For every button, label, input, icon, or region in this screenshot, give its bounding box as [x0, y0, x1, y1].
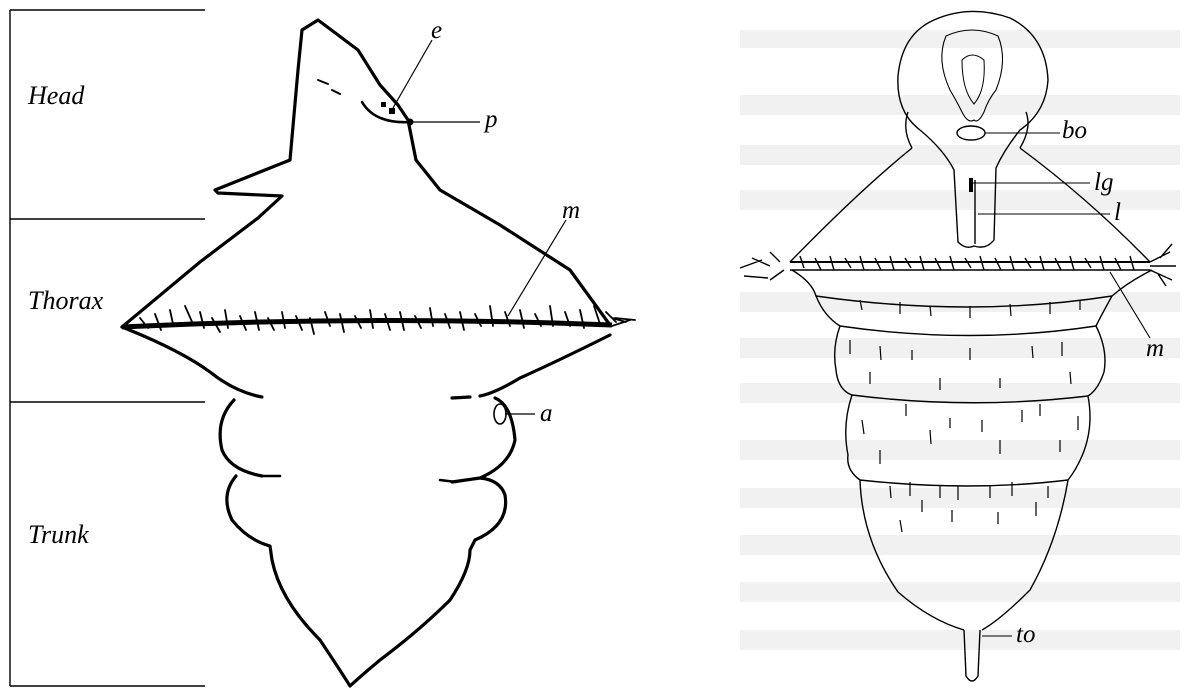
label-to: to	[1016, 621, 1035, 648]
right-panel: bo lg l m to	[740, 11, 1180, 681]
eye-spot-dot	[389, 108, 395, 114]
buccal-opening-oval	[957, 126, 985, 140]
left-mesotroch-cilia	[140, 306, 635, 334]
label-m-right: m	[1146, 335, 1164, 362]
region-bracket	[10, 10, 205, 686]
label-m-left: m	[562, 197, 580, 224]
left-leader-lines	[393, 40, 566, 414]
region-label-thorax: Thorax	[28, 286, 104, 315]
background-text-ghost	[740, 30, 1180, 650]
label-l: l	[1114, 199, 1121, 226]
anus-oval	[494, 404, 506, 424]
label-a: a	[540, 400, 553, 427]
leader-line-e	[393, 40, 432, 108]
left-larva-outline	[122, 20, 610, 686]
region-label-head: Head	[27, 81, 85, 110]
label-p: p	[483, 106, 498, 133]
papilla-dot	[407, 119, 414, 126]
left-panel: Head Thorax Trunk	[10, 10, 635, 686]
lg-gland-mark	[969, 178, 973, 192]
region-label-trunk: Trunk	[28, 520, 89, 549]
label-e: e	[431, 17, 442, 44]
eye-spot-dot	[381, 102, 386, 107]
label-bo: bo	[1062, 117, 1087, 144]
label-lg: lg	[1094, 169, 1113, 196]
